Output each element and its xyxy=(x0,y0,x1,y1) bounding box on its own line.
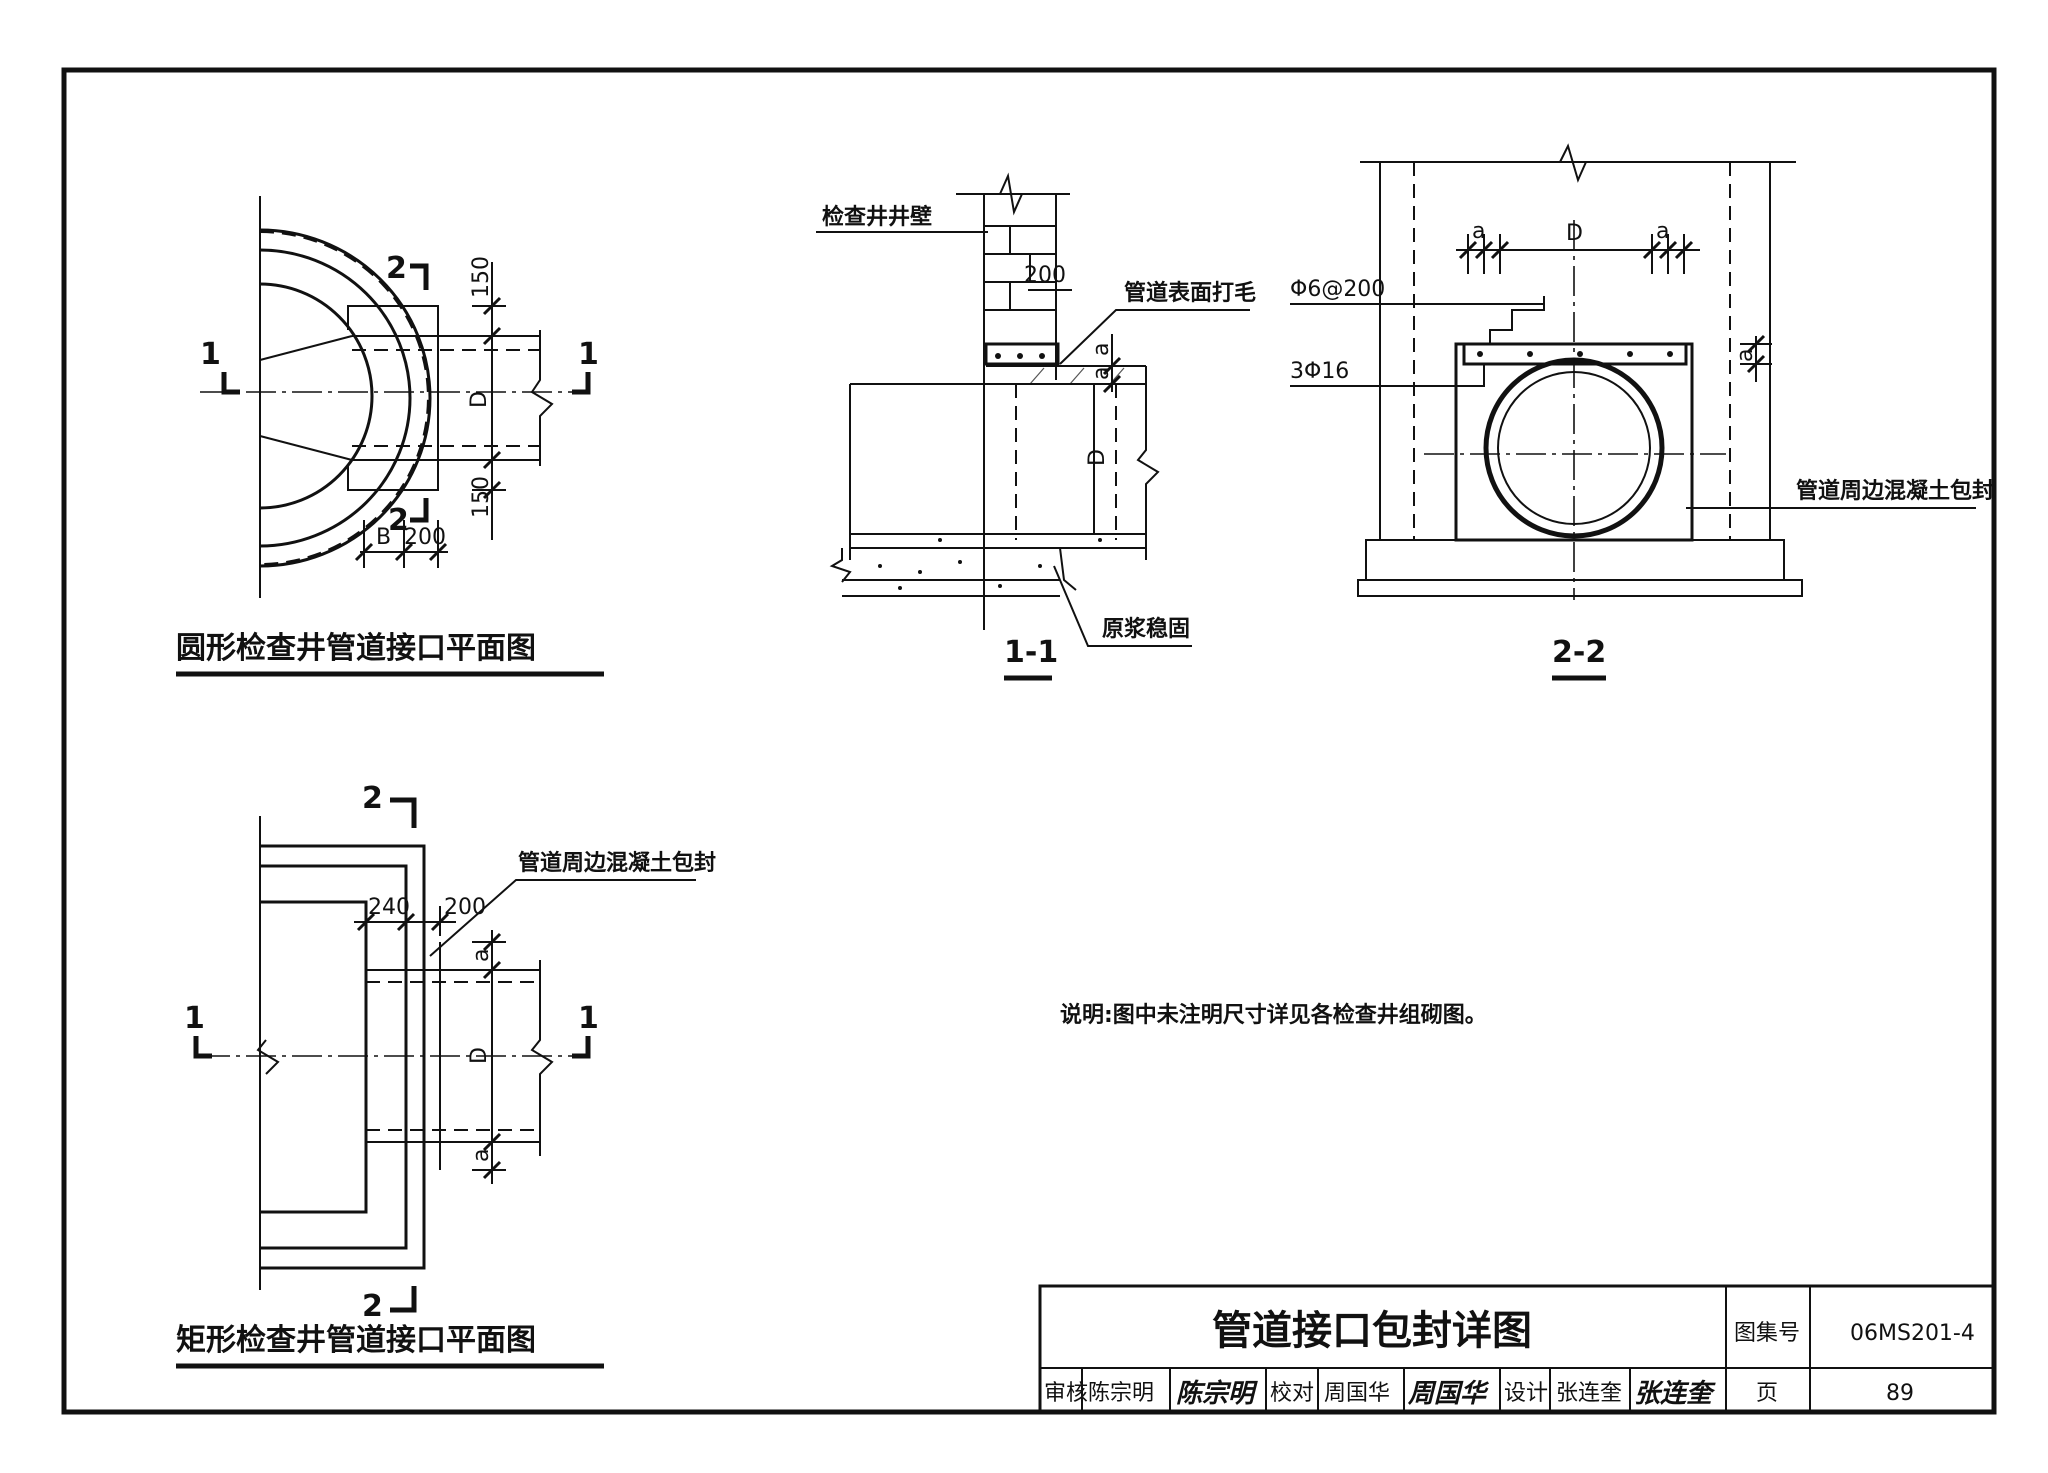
rect-dim-240: 240 xyxy=(368,895,410,920)
circular-plan-caption: 圆形检查井管道接口平面图 xyxy=(176,631,536,666)
section11-dim-D: D xyxy=(1085,449,1110,466)
rect-label-encase: 管道周边混凝土包封 xyxy=(518,850,716,876)
title-block-checker-signature: 周国华 xyxy=(1407,1379,1490,1409)
section11-label-wall: 检查井井壁 xyxy=(822,204,932,230)
circular-dim-D: D xyxy=(467,391,492,408)
drawing-note: 说明:图中未注明尺寸详见各检查井组砌图。 xyxy=(1060,1002,1487,1028)
title-block-reviewer: 陈宗明 xyxy=(1088,1381,1154,1406)
section22-dim-a1: a xyxy=(1472,219,1485,244)
section22-dim-a2: a xyxy=(1656,219,1669,244)
section11-dim-a-top: a xyxy=(1089,343,1114,356)
section11-dim-a-mid: a xyxy=(1089,367,1114,380)
section-1-1-view: D a a 200 检查井井壁 管道表面打毛 原浆稳固 1-1 xyxy=(816,172,1256,681)
circular-section-1-right: 1 xyxy=(578,337,599,372)
title-block-atlas-label: 图集号 xyxy=(1734,1321,1800,1346)
section-2-2-view: a D a a Φ6@200 3Φ16 管道周边混凝土包封 2-2 xyxy=(1290,143,1994,681)
section22-caption: 2-2 xyxy=(1552,635,1606,670)
rect-section-2-bottom: 2 xyxy=(362,1289,383,1324)
section22-label-encase: 管道周边混凝土包封 xyxy=(1796,478,1994,504)
rect-dim-a-bottom: a xyxy=(469,1149,494,1162)
rect-section-1-right: 1 xyxy=(578,1001,599,1036)
title-block: 管道接口包封详图 图集号 06MS201-4 审核 陈宗明 陈宗明 校对 周国华… xyxy=(1038,1284,1996,1414)
title-block-design-label: 设计 xyxy=(1504,1381,1548,1406)
section11-dim-200: 200 xyxy=(1024,263,1066,288)
rect-section-2-top: 2 xyxy=(362,781,383,816)
section11-label-roughen: 管道表面打毛 xyxy=(1124,280,1256,306)
title-block-reviewer-signature: 陈宗明 xyxy=(1176,1379,1258,1409)
rect-plan-caption: 矩形检查井管道接口平面图 xyxy=(176,1323,536,1358)
rect-plan-view: 1 1 2 2 240 200 a D a 管道周边混凝土包封 矩形检查井管道接 xyxy=(176,781,716,1369)
section11-label-mortar: 原浆稳固 xyxy=(1102,616,1190,642)
title-block-page-label: 页 xyxy=(1756,1381,1778,1406)
title-block-checker: 周国华 xyxy=(1324,1381,1390,1406)
circular-dim-150-bottom: 150 xyxy=(469,476,494,518)
section22-dim-a-side: a xyxy=(1733,349,1758,362)
title-block-designer: 张连奎 xyxy=(1556,1381,1622,1406)
circular-plan-view: 1 1 2 2 150 D 150 B 200 圆形检查井管道接口平面图 xyxy=(176,196,604,677)
title-block-review-label: 审核 xyxy=(1044,1381,1088,1406)
rect-section-1-left: 1 xyxy=(184,1001,205,1036)
circular-section-1-left: 1 xyxy=(200,337,221,372)
rect-dim-a-top: a xyxy=(469,949,494,962)
section22-label-stirrup: Φ6@200 xyxy=(1290,277,1385,302)
title-block-page-no: 89 xyxy=(1886,1381,1914,1406)
sheet-border xyxy=(61,67,1997,1415)
title-block-title: 管道接口包封详图 xyxy=(1212,1308,1532,1354)
title-block-atlas-no: 06MS201-4 xyxy=(1850,1321,1975,1346)
rect-dim-D: D xyxy=(467,1047,492,1064)
section22-label-rebar: 3Φ16 xyxy=(1290,359,1349,384)
rect-dim-200: 200 xyxy=(444,895,486,920)
title-block-designer-signature: 张连奎 xyxy=(1634,1379,1716,1409)
title-block-check-label: 校对 xyxy=(1270,1381,1314,1406)
circular-dim-B: B xyxy=(376,525,391,550)
circular-dim-200: 200 xyxy=(404,525,446,550)
section22-dim-D: D xyxy=(1566,221,1583,246)
section11-caption: 1-1 xyxy=(1004,635,1058,670)
circular-dim-150-top: 150 xyxy=(469,256,494,298)
circular-section-2-top: 2 xyxy=(386,251,407,286)
